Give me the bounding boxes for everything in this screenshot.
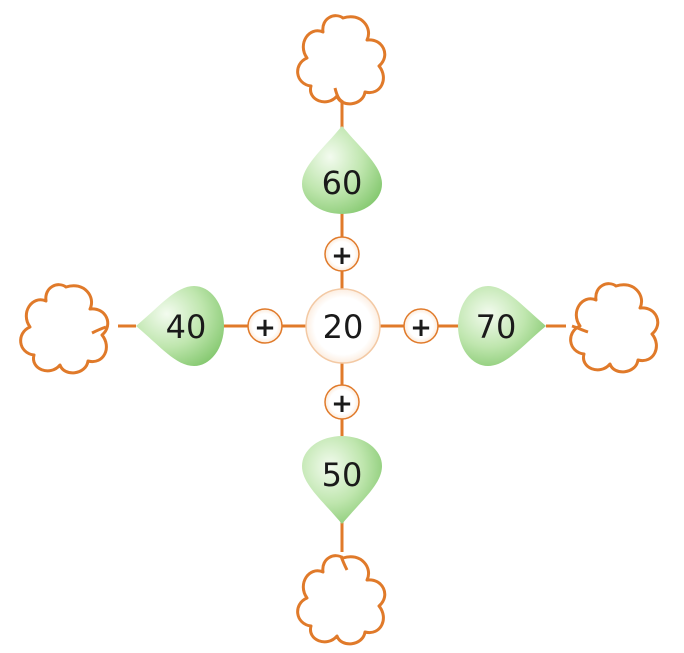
flower-left bbox=[19, 283, 110, 375]
flower-right bbox=[569, 282, 660, 374]
drop-top: 60 bbox=[302, 126, 382, 214]
plus-left: + bbox=[247, 308, 283, 344]
center-circle: 20 bbox=[305, 288, 381, 364]
drop-left: 40 bbox=[136, 286, 224, 366]
drop-bottom: 50 bbox=[302, 436, 382, 524]
flower-top bbox=[296, 14, 387, 106]
plus-bottom-sign: + bbox=[331, 389, 353, 419]
plus-bottom: + bbox=[324, 384, 360, 420]
drop-bottom-value: 50 bbox=[322, 456, 363, 494]
plus-right: + bbox=[403, 308, 439, 344]
plus-right-sign: + bbox=[410, 313, 432, 343]
center-value: 20 bbox=[323, 308, 364, 346]
flower-bottom bbox=[296, 554, 387, 646]
plus-top: + bbox=[324, 236, 360, 272]
drop-top-value: 60 bbox=[322, 164, 363, 202]
plus-top-sign: + bbox=[331, 241, 353, 271]
drop-left-value: 40 bbox=[166, 308, 207, 346]
drop-right-value: 70 bbox=[476, 308, 517, 346]
plus-left-sign: + bbox=[254, 313, 276, 343]
drop-right: 70 bbox=[458, 286, 546, 366]
